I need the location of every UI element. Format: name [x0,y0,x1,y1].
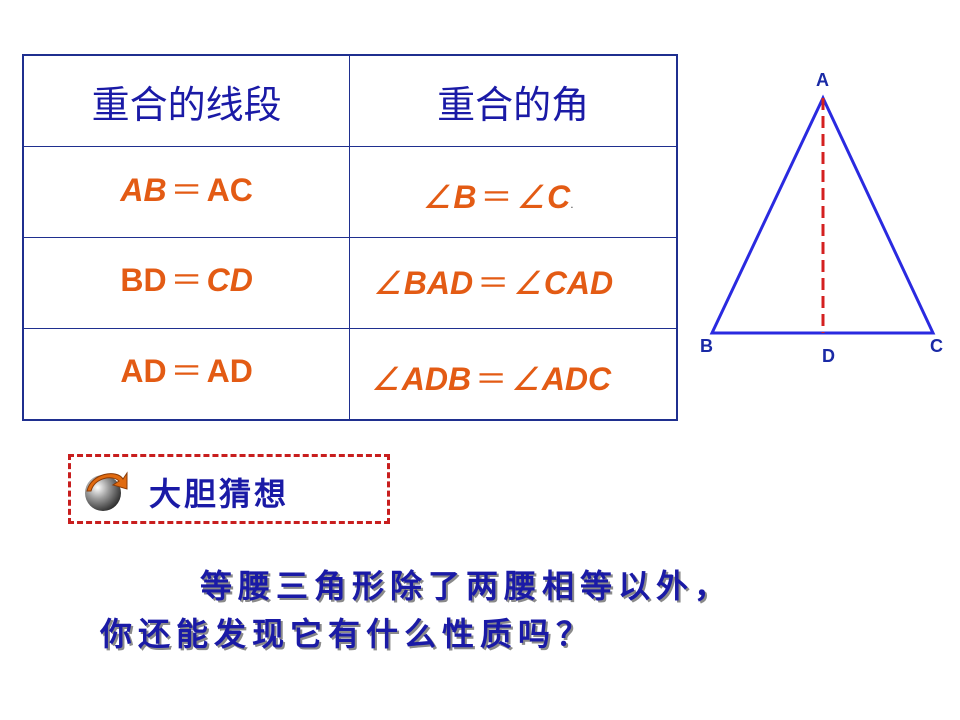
header-angles: 重合的角 [349,54,678,147]
angle-symbol: ∠ [516,179,546,215]
sphere-arrow-icon [85,471,128,511]
table-row: AD＝AD ∠ADB＝∠ADC [22,328,678,421]
table-header-row: 重合的线段 重合的角 [22,54,678,147]
segment-left: BD [120,262,167,298]
angle-cell: ∠BAD＝∠CAD [349,237,678,329]
segment-right: CD [206,262,253,298]
angle-left: B [453,179,477,215]
congruence-table: 重合的线段 重合的角 AB＝AC ∠B＝∠C. BD＝CD ∠BAD＝∠CAD [22,54,678,421]
question-text: 等腰三角形除了两腰相等以外， 你还能发现它有什么性质吗？ [100,562,920,658]
equals-sign: ＝ [480,179,513,215]
segment-cell: AB＝AC [22,146,351,238]
angle-symbol: ∠ [513,265,542,301]
equals-sign: ＝ [170,353,203,389]
angle-symbol: ∠ [373,265,402,301]
segment-cell: BD＝CD [22,237,351,329]
angle-cell: ∠ADB＝∠ADC [349,328,678,421]
segment-left: AB [120,172,167,208]
table-row: BD＝CD ∠BAD＝∠CAD [22,237,678,329]
trailing-dot: . [570,197,574,211]
angle-cell: ∠B＝∠C. [349,146,678,238]
equals-sign: ＝ [170,172,203,208]
equals-sign: ＝ [475,361,508,397]
segment-right: AD [206,353,253,389]
angle-right: ADC [541,361,612,397]
angle-right: CAD [543,265,614,301]
point-label-d: D [822,346,835,366]
angle-symbol: ∠ [371,361,400,397]
vertex-label-c: C [930,336,943,356]
angle-left: BAD [403,265,474,301]
header-segments: 重合的线段 [22,54,351,147]
segment-left: AD [120,353,167,389]
equals-sign: ＝ [170,262,203,298]
guess-label: 大胆猜想 [149,475,290,513]
bold-guess-box: 大胆猜想 [68,454,390,524]
equals-sign: ＝ [477,265,510,301]
angle-symbol: ∠ [511,361,540,397]
table-row: AB＝AC ∠B＝∠C. [22,146,678,238]
vertex-label-a: A [816,70,829,90]
angle-right: C [547,179,571,215]
question-line-2: 你还能发现它有什么性质吗？ [100,615,595,653]
isosceles-triangle-diagram: A B C D [700,70,943,366]
angle-left: ADB [401,361,472,397]
segment-cell: AD＝AD [22,328,351,421]
segment-right: AC [206,172,253,208]
vertex-label-b: B [700,336,713,356]
question-line-1: 等腰三角形除了两腰相等以外， [200,567,733,605]
angle-symbol: ∠ [422,179,452,215]
